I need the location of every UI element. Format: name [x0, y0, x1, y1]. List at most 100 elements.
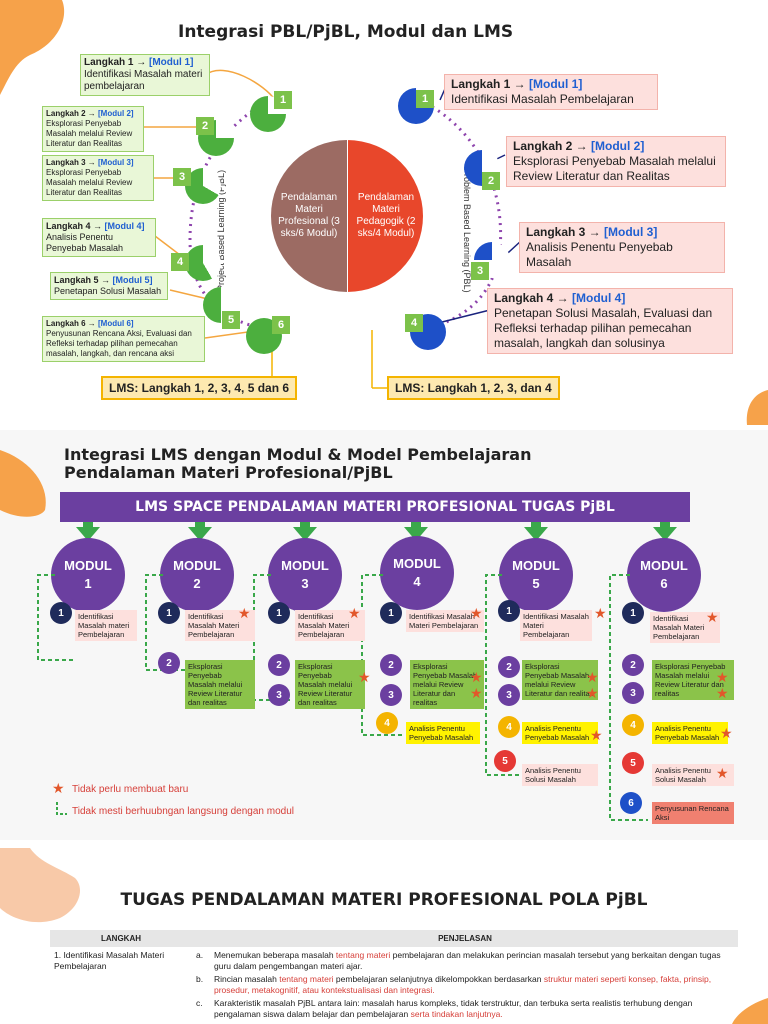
item-c-red: serta tindakan lanjutnya.	[410, 1009, 503, 1019]
slide1-title: Integrasi PBL/PjBL, Modul dan LMS	[178, 22, 514, 42]
col2-step1-star-icon: ★	[238, 605, 251, 621]
col6-step3-star-icon: ★	[716, 685, 729, 701]
right-step-4-text: Penetapan Solusi Masalah, Evaluasi dan R…	[494, 306, 713, 350]
col5-step5-circle: 5	[494, 750, 516, 772]
col5-step1-circle: 1	[498, 600, 520, 622]
col4-step4-box: Analisis Penentu Penyebab Masalah	[406, 722, 480, 744]
col5-step1-box: Identifikasi Masalah Materi Pembelajaran	[520, 610, 592, 641]
col4-step3-circle: 3	[380, 684, 402, 706]
row1-penjelasan: a. Menemukan beberapa masalah tentang ma…	[192, 947, 738, 1023]
central-circle: Pendalaman Materi Profesional (3 sks/6 M…	[271, 140, 423, 292]
col-header-penjelasan: PENJELASAN	[192, 930, 738, 947]
col6-step2-box: Eksplorasi Penyebab Masalah melalui Revi…	[652, 660, 734, 700]
col6-step4-star-icon: ★	[720, 725, 733, 741]
left-step-6-module: [Modul 6]	[98, 319, 134, 328]
col6-step2-circle: 2	[622, 654, 644, 676]
left-step-4-module: [Modul 4]	[104, 221, 145, 231]
module-2-number: 2	[193, 576, 201, 591]
arrow-down-1	[76, 527, 100, 541]
pie-right-3-number: 3	[471, 262, 489, 280]
col3-step2-star-icon: ★	[358, 669, 371, 685]
right-step-4-head: Langkah 4 →	[494, 291, 573, 305]
slide-tugas-pjbl: TUGAS PENDALAMAN MATERI PROFESIONAL POLA…	[0, 848, 768, 1024]
col4-step2-circle: 2	[380, 654, 402, 676]
col4-step4-circle: 4	[376, 712, 398, 734]
item-b-key: b.	[196, 974, 204, 984]
col5-step4-circle: 4	[498, 716, 520, 738]
slide2-title-2: Pendalaman Materi Profesional/PjBL	[64, 463, 393, 482]
col1-step1-circle: 1	[50, 602, 72, 624]
col6-step6-circle: 6	[620, 792, 642, 814]
col5-step1-star-icon: ★	[594, 605, 607, 621]
col1-step1-box: Identifikasi Masalah materi Pembelajaran	[75, 610, 137, 641]
col4-step1-box: Identifikasi Masalah Materi Pembelajaran	[406, 610, 484, 632]
left-step-4-head: Langkah 4 →	[46, 221, 105, 231]
left-step-3-head: Langkah 3 →	[46, 158, 99, 167]
left-step-3-module: [Modul 3]	[98, 158, 134, 167]
decor-blob-top-left-2	[0, 848, 80, 923]
col4-step2-star-icon: ★	[470, 669, 483, 685]
item-c: c. Karakteristik masalah PjBL antara lai…	[196, 998, 734, 1020]
decor-blob-bottom-right	[746, 390, 768, 425]
slide3-title: TUGAS PENDALAMAN MATERI PROFESIONAL POLA…	[120, 890, 648, 910]
item-c-pre: Karakteristik masalah PjBL antara lain: …	[214, 998, 693, 1019]
module-1[interactable]: MODUL 1	[51, 538, 125, 612]
col4-step3-star-icon: ★	[470, 685, 483, 701]
decor-blob-left	[0, 450, 46, 517]
col6-step4-box: Analisis Penentu Penyebab Masalah	[652, 722, 728, 744]
right-step-1-text: Identifikasi Masalah Pembelajaran	[451, 92, 634, 106]
arrow-down-3	[293, 527, 317, 541]
col5-step4-box: Analisis Penentu Penyebab Masalah	[522, 722, 598, 744]
arrow-stem-1	[83, 522, 93, 528]
pie-left-3	[185, 168, 221, 204]
col4-step2-box: Eksplorasi Penyebab Masalah melalui Revi…	[410, 660, 484, 709]
pie-left-6-number: 6	[272, 316, 290, 334]
left-step-5: Langkah 5 → [Modul 5] Penetapan Solusi M…	[50, 272, 168, 300]
col5-step2-box: Eksplorasi Penyebab Masalah melalui Revi…	[522, 660, 598, 700]
col6-step5-circle: 5	[622, 752, 644, 774]
col5-step3-circle: 3	[498, 684, 520, 706]
circle-left-half: Pendalaman Materi Profesional (3 sks/6 M…	[271, 140, 347, 292]
col6-step6-box: Penyusunan Rencana Aksi	[652, 802, 734, 824]
circle-right-half: Pendalaman Materi Pedagogik (2 sks/4 Mod…	[348, 140, 423, 292]
left-step-1: Langkah 1 → [Modul 1] Identifikasi Masal…	[80, 54, 210, 96]
lms-left-box: LMS: Langkah 1, 2, 3, 4, 5 dan 6	[101, 376, 298, 400]
lms-right-box: LMS: Langkah 1, 2, 3, dan 4	[387, 376, 560, 400]
module-6-label: MODUL	[640, 558, 688, 573]
left-step-1-module: [Modul 1]	[149, 57, 194, 68]
module-1-label: MODUL	[64, 558, 112, 573]
arrow-down-2	[188, 527, 212, 541]
right-step-3: Langkah 3 → [Modul 3] Analisis Penentu P…	[519, 222, 725, 273]
slide2-title-1: Integrasi LMS dengan Modul & Model Pembe…	[64, 445, 532, 464]
col6-step2-star-icon: ★	[716, 669, 729, 685]
table-row: 1. Identifikasi Masalah Materi Pembelaja…	[50, 947, 738, 1023]
module-1-number: 1	[84, 576, 92, 591]
slide-integrasi-lms: Integrasi LMS dengan Modul & Model Pembe…	[0, 430, 768, 840]
col3-step1-star-icon: ★	[348, 605, 361, 621]
table-header-row: LANGKAH PENJELASAN	[50, 930, 738, 947]
left-step-5-module: [Modul 5]	[112, 275, 153, 285]
module-3-label: MODUL	[281, 558, 329, 573]
item-b-pre: Rincian masalah	[214, 974, 280, 984]
col2-step2-box: Eksplorasi Penyebab Masalah melalui Revi…	[185, 660, 255, 709]
right-step-2-text: Eksplorasi Penyebab Masalah melalui Revi…	[513, 154, 716, 183]
item-c-key: c.	[196, 998, 203, 1008]
arrow-stem-5	[531, 522, 541, 528]
col3-step2-circle: 2	[268, 654, 290, 676]
col6-step5-box: Analisis Penentu Solusi Masalah	[652, 764, 734, 786]
slide-integrasi-pbl: Integrasi PBL/PjBL, Modul dan LMS Pendal…	[0, 0, 768, 425]
arrow-stem-6	[660, 522, 670, 528]
col5-step2-circle: 2	[498, 656, 520, 678]
tugas-table: LANGKAH PENJELASAN 1. Identifikasi Masal…	[50, 930, 738, 1023]
left-step-1-head: Langkah 1 →	[84, 57, 150, 68]
left-step-6-text: Penyusunan Rencana Aksi, Evaluasi dan Re…	[46, 329, 192, 358]
col2-step1-box: Identifikasi Masalah Materi Pembelajaran	[185, 610, 255, 641]
item-a: a. Menemukan beberapa masalah tentang ma…	[196, 950, 734, 972]
col5-step5-box: Analisis Penentu Solusi Masalah	[522, 764, 598, 786]
col3-step3-circle: 3	[268, 684, 290, 706]
